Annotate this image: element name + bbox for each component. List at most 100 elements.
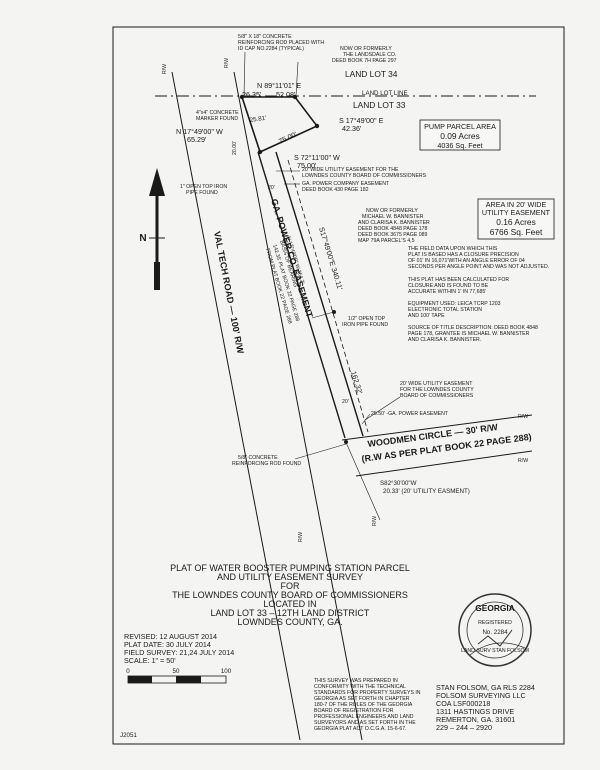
rw-label-f: R/W bbox=[372, 516, 378, 526]
surveyor-line: COA LSF000218 bbox=[436, 699, 490, 708]
statement-line: THIS SURVEY WAS PREPARED IN bbox=[314, 678, 398, 684]
leader-iron-pipe bbox=[311, 311, 335, 319]
rod-note-l3: ID CAP NO.2284 (TYPICAL) bbox=[238, 46, 304, 52]
landsdale-l3: DEED BOOK 7H PAGE 297 bbox=[332, 58, 397, 64]
val-tech-road: VAL TECH ROAD — 100' R/W bbox=[212, 230, 246, 354]
easement-area-line2: UTILITY EASEMENT bbox=[482, 208, 551, 217]
easement2-l2: FOR THE LOWNDES COUNTY bbox=[400, 387, 474, 393]
date-revised: REVISED: 12 AUGUST 2014 bbox=[124, 632, 217, 641]
statement-line: CONFORMITY WITH THE TECHNICAL bbox=[314, 684, 406, 690]
road-east-rw-line bbox=[233, 71, 363, 741]
ga-power-easement-line bbox=[287, 159, 369, 433]
pipe-top-l1: 1" OPEN TOP IRON bbox=[180, 184, 227, 190]
dist-75a: 75.00' bbox=[277, 129, 299, 146]
easement-l1: 20' WIDE UTILITY EASEMENT FOR THE bbox=[302, 167, 399, 173]
land-lot-line-label: LAND LOT LINE bbox=[362, 90, 408, 97]
woodmen-north-rw bbox=[341, 414, 533, 441]
woodmen-south-rw bbox=[355, 450, 533, 477]
dist-20-33: 20.33' (20' UTILITY EASMENT) bbox=[383, 488, 470, 495]
rod-note-l1: 5/8" X 18" CONCRETE bbox=[238, 34, 292, 40]
pump-area-sqft: 4036 Sq. Feet bbox=[437, 141, 482, 150]
marker-l2: MARKER FOUND bbox=[196, 116, 238, 122]
rw-label-d: R/W bbox=[518, 458, 528, 464]
equip-l1: EQUIPMENT USED: LEICA TCRP 1203 bbox=[408, 301, 501, 307]
source-l2: PAGE 178, GRANTEE IS MICHAEL W. BANNISTE… bbox=[408, 331, 530, 337]
marker-l1: 4"x4" CONCRETE bbox=[196, 110, 239, 116]
land-lot-34: LAND LOT 34 bbox=[345, 69, 398, 79]
bearing-east: S 17°49'00" E bbox=[339, 116, 384, 125]
title-line5: LOCATED IN bbox=[263, 599, 316, 609]
scale-bar: 0 50 100 bbox=[126, 668, 232, 684]
dist-42: 42.36' bbox=[342, 124, 362, 133]
dist-75b: 75.00' bbox=[297, 161, 317, 170]
landsdale-l1: NOW OR FORMERLY bbox=[340, 46, 392, 52]
surveyor-line: FOLSOM SURVEYING LLC bbox=[436, 691, 526, 700]
closure-l1: THE FIELD DATA UPON WHICH THIS bbox=[408, 246, 498, 252]
rw-label-a: R/W bbox=[224, 58, 230, 68]
monument-pipe-sw bbox=[257, 149, 263, 155]
calc-l2: CLOSURE AND IS FOUND TO BE bbox=[408, 283, 489, 289]
bearing-long: S17°49'00"E 340.11' bbox=[317, 226, 345, 292]
equip-l3: AND 100' TAPE bbox=[408, 313, 445, 319]
rw-label-b: R/W bbox=[162, 64, 168, 74]
pump-area-title: PUMP PARCEL AREA bbox=[424, 122, 496, 131]
bannister-l2: MICHAEL W. BANNISTER bbox=[362, 214, 424, 220]
monument-marker bbox=[239, 94, 245, 100]
date-scale: SCALE: 1" = 50' bbox=[124, 656, 176, 665]
easement-west-line bbox=[257, 151, 346, 439]
land-lot-33: LAND LOT 33 bbox=[353, 100, 406, 110]
easement2-l1: 20' WIDE UTILITY EASEMENT bbox=[400, 381, 473, 387]
title-line1: PLAT OF WATER BOOSTER PUMPING STATION PA… bbox=[170, 563, 410, 573]
easement2-l3: BOARD OF COMMISSIONERS bbox=[400, 393, 474, 399]
closure-l3: OF 01' IN 16,071'WITH AN ANGLE ERROR OF … bbox=[408, 258, 525, 264]
pipe-mid-l2: IRON PIPE FOUND bbox=[342, 322, 388, 328]
title-line6: LAND LOT 33 – 12TH LAND DISTRICT bbox=[211, 608, 370, 618]
bearing-s82: S82°30'00"W bbox=[380, 480, 417, 487]
gapower-l2: DEED BOOK 430 PAGE 182 bbox=[302, 187, 369, 193]
statement-line: GEORGIA AS SET FORTH IN CHAPTER bbox=[314, 696, 410, 702]
north-arrow-icon bbox=[149, 168, 165, 290]
bearing-top: N 89°11'01" E bbox=[257, 81, 301, 90]
gapower-l1: GA. POWER COMPANY EASEMENT bbox=[302, 181, 390, 187]
label-20: 20' bbox=[342, 399, 349, 405]
calc-l1: THIS PLAT HAS BEEN CALCULATED FOR bbox=[408, 277, 509, 283]
surveyor-line: STAN FOLSOM, GA RLS 2284 bbox=[436, 683, 535, 692]
easement-area-line1: AREA IN 20' WIDE bbox=[486, 200, 547, 209]
leader-easement2 bbox=[364, 396, 401, 421]
bearing-south: S 72°11'00" W bbox=[294, 153, 340, 162]
pump-area-box: PUMP PARCEL AREA 0.09 Acres 4036 Sq. Fee… bbox=[419, 119, 501, 151]
statement-line: 180-7 OF THE RULES OF THE GEORGIA bbox=[314, 702, 413, 708]
north-label: N bbox=[139, 233, 146, 244]
rod-found-l2: REINFORCING ROD FOUND bbox=[232, 461, 301, 467]
calc-l3: ACCURATE WITHIN 1' IN 77,685' bbox=[408, 289, 486, 295]
seal-registered: REGISTERED bbox=[478, 620, 512, 626]
surveyor-line: 1311 HASTINGS DRIVE bbox=[436, 707, 514, 716]
equip-l2: ELECTRONIC TOTAL STATION bbox=[408, 307, 482, 313]
scale-tick-100: 100 bbox=[221, 668, 232, 675]
dist-162: 162.32' bbox=[349, 370, 365, 396]
road-west-rw-line bbox=[171, 71, 301, 741]
easement-l2: LOWNDES COUNTY BOARD OF COMMISSIONERS bbox=[302, 173, 427, 179]
seal-state: GEORGIA bbox=[475, 603, 515, 613]
statement-line: PROFESSIONAL ENGINEERS AND LAND bbox=[314, 714, 414, 720]
statement-line: STANDARDS FOR PROPERTY SURVEYS IN bbox=[314, 690, 421, 696]
pump-area-acres: 0.09 Acres bbox=[440, 131, 480, 141]
tail-line bbox=[344, 439, 381, 521]
scale-tick-50: 50 bbox=[173, 668, 180, 675]
bannister-l3: AND CLARISA K. BANNISTER bbox=[358, 220, 430, 226]
linework bbox=[155, 51, 536, 741]
closure-l4: SECONDS PER ANGLE POINT AND WAS NOT ADJU… bbox=[408, 264, 549, 270]
bearing-west: N 17°49'00" W bbox=[176, 127, 223, 136]
title-line2: AND UTILITY EASEMENT SURVEY bbox=[217, 572, 363, 582]
leader-rod-note-2 bbox=[295, 61, 299, 97]
dist-20a: 20.00' bbox=[232, 141, 238, 155]
monument-rod-ne bbox=[292, 94, 298, 100]
monument-rod-e bbox=[314, 123, 320, 129]
title-block: PLAT OF WATER BOOSTER PUMPING STATION PA… bbox=[170, 563, 410, 627]
easement-area-sqft: 6766 Sq. Feet bbox=[490, 227, 543, 237]
rod-note-l2: REINFORCING ROD PLACED WITH bbox=[238, 40, 324, 46]
leader-rod-found bbox=[294, 443, 347, 460]
